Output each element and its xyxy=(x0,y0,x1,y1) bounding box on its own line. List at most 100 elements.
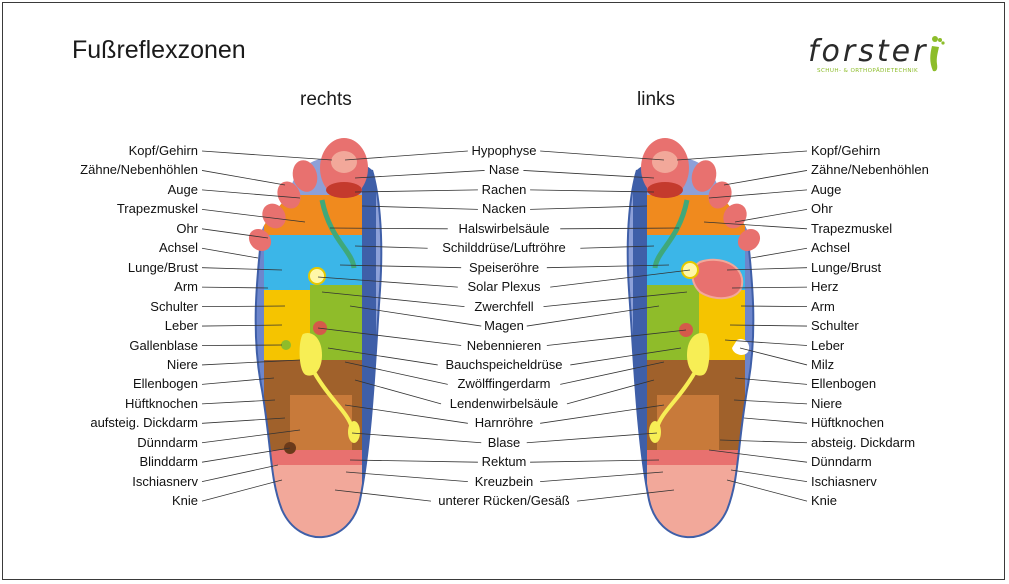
leader-center-l-lendenwirbelsäule xyxy=(566,379,655,405)
label-left-auge: Auge xyxy=(811,181,842,197)
label-center-kreuzbein: Kreuzbein xyxy=(474,473,534,489)
label-right-achsel: Achsel xyxy=(158,240,198,256)
label-right-ellenbogen: Ellenbogen xyxy=(132,376,198,392)
leader-right-kopf-gehirn xyxy=(201,150,333,161)
leader-left-knie xyxy=(726,479,808,502)
label-center-nebennieren: Nebennieren xyxy=(466,337,542,353)
label-center-nase: Nase xyxy=(488,162,520,178)
leader-right-ellenbogen xyxy=(201,377,275,385)
leader-right-leber xyxy=(201,324,283,327)
leader-left-absteig-dickdarm xyxy=(719,439,808,444)
leader-right-zähne-nebenhöhlen xyxy=(201,170,286,186)
leader-right-dünndarm xyxy=(201,429,301,444)
leader-left-arm xyxy=(740,305,808,307)
leader-right-schulter xyxy=(201,305,286,307)
leader-center-l-rektum xyxy=(530,459,660,463)
leader-right-trapezmuskel xyxy=(201,208,306,223)
leader-right-hüftknochen xyxy=(201,399,276,405)
leader-right-arm xyxy=(201,286,269,289)
leader-center-l-unterer-rücken-gesäß xyxy=(576,489,675,502)
leader-left-herz xyxy=(731,286,808,289)
leader-left-hüftknochen xyxy=(743,417,808,424)
leader-center-r-bauchspeicheldrüse xyxy=(327,347,438,366)
leader-center-r-halswirbelsäule xyxy=(329,227,448,230)
left-foot xyxy=(626,138,761,538)
leader-right-niere xyxy=(201,359,301,366)
leader-center-r-speiseröhre xyxy=(339,264,462,269)
label-left-herz: Herz xyxy=(811,279,839,295)
leader-right-gallenblase xyxy=(201,344,283,346)
leader-right-ischiasnerv xyxy=(201,464,279,483)
leader-center-l-hypophyse xyxy=(540,150,665,161)
leader-right-blinddarm xyxy=(201,447,291,463)
leader-center-l-magen xyxy=(526,305,660,327)
label-right-leber: Leber xyxy=(164,318,198,334)
leader-left-lunge-brust xyxy=(726,267,808,271)
label-center-bauchspeicheldrüse: Bauchspeicheldrüse xyxy=(445,356,563,372)
label-center-magen: Magen xyxy=(484,318,524,334)
leader-center-r-nebennieren xyxy=(317,327,462,346)
label-left-milz: Milz xyxy=(811,356,835,372)
label-center-zwölffingerdarm: Zwölffingerdarm xyxy=(457,376,551,392)
leader-left-niere xyxy=(733,399,808,405)
leader-center-r-kreuzbein xyxy=(345,471,468,483)
leader-center-r-hypophyse xyxy=(344,150,468,161)
leader-left-auge xyxy=(708,189,808,199)
label-right-dünndarm: Dünndarm xyxy=(137,434,198,450)
right-foot-heading: rechts xyxy=(300,89,352,110)
label-center-rachen: Rachen xyxy=(481,181,527,197)
label-left-niere: Niere xyxy=(811,395,843,411)
label-right-hüftknochen: Hüftknochen xyxy=(125,395,198,411)
leader-left-schulter xyxy=(729,324,808,327)
left-foot-heading: links xyxy=(637,89,676,110)
label-left-arm: Arm xyxy=(811,298,835,314)
leader-center-l-zwerchfell xyxy=(543,291,688,307)
label-center-halswirbelsäule: Halswirbelsäule xyxy=(458,220,550,236)
label-center-hypophyse: Hypophyse xyxy=(471,143,537,158)
leader-left-ellenbogen xyxy=(734,377,808,385)
label-right-knie: Knie xyxy=(171,493,198,509)
leader-left-leber xyxy=(724,339,808,346)
label-left-dünndarm: Dünndarm xyxy=(811,454,872,470)
leader-right-achsel xyxy=(201,247,259,259)
label-center-lendenwirbelsäule: Lendenwirbelsäule xyxy=(449,395,559,411)
label-left-zähne-nebenhöhlen: Zähne/Nebenhöhlen xyxy=(811,162,929,178)
label-right-niere: Niere xyxy=(166,356,198,372)
leader-center-r-nase xyxy=(354,170,485,179)
leader-center-r-zwerchfell xyxy=(321,291,465,307)
leader-center-l-rachen xyxy=(530,189,655,193)
leader-left-ischiasnerv xyxy=(730,469,808,483)
label-right-aufsteig-dickdarm: aufsteig. Dickdarm xyxy=(90,415,198,431)
leader-center-l-bauchspeicheldrüse xyxy=(570,347,682,366)
label-center-harnröhre: Harnröhre xyxy=(474,415,534,431)
leader-center-l-blase xyxy=(526,432,658,444)
label-right-lunge-brust: Lunge/Brust xyxy=(127,259,198,275)
label-left-absteig-dickdarm: absteig. Dickdarm xyxy=(811,434,916,450)
leader-center-r-harnröhre xyxy=(344,404,468,424)
label-right-arm: Arm xyxy=(174,279,198,295)
leader-right-ohr xyxy=(201,228,269,239)
label-center-nacken: Nacken xyxy=(481,201,527,217)
leader-center-r-lendenwirbelsäule xyxy=(354,379,442,405)
leader-left-achsel xyxy=(750,247,808,259)
leader-right-lunge-brust xyxy=(201,267,283,271)
leader-center-r-zwölffingerdarm xyxy=(344,361,448,385)
label-left-trapezmuskel: Trapezmuskel xyxy=(811,220,893,236)
leader-center-l-speiseröhre xyxy=(546,264,670,269)
leader-center-r-rektum xyxy=(349,459,478,463)
leader-lines xyxy=(201,150,808,502)
label-right-schulter: Schulter xyxy=(150,298,198,314)
leader-center-r-nacken xyxy=(361,205,478,210)
leader-left-milz xyxy=(739,347,808,366)
leader-center-l-halswirbelsäule xyxy=(560,227,680,230)
forster-logo: forster SCHUH- & ORTHOPÄDIETECHNIK xyxy=(808,34,958,80)
label-right-blinddarm: Blinddarm xyxy=(139,454,198,470)
footprint-icon xyxy=(930,36,945,72)
label-left-hüftknochen: Hüftknochen xyxy=(811,415,884,431)
label-left-leber: Leber xyxy=(811,337,845,353)
label-center-blase: Blase xyxy=(487,434,521,450)
label-left-ischiasnerv: Ischiasnerv xyxy=(811,473,877,489)
leader-center-r-schilddrüse-luftröhre xyxy=(354,245,428,249)
